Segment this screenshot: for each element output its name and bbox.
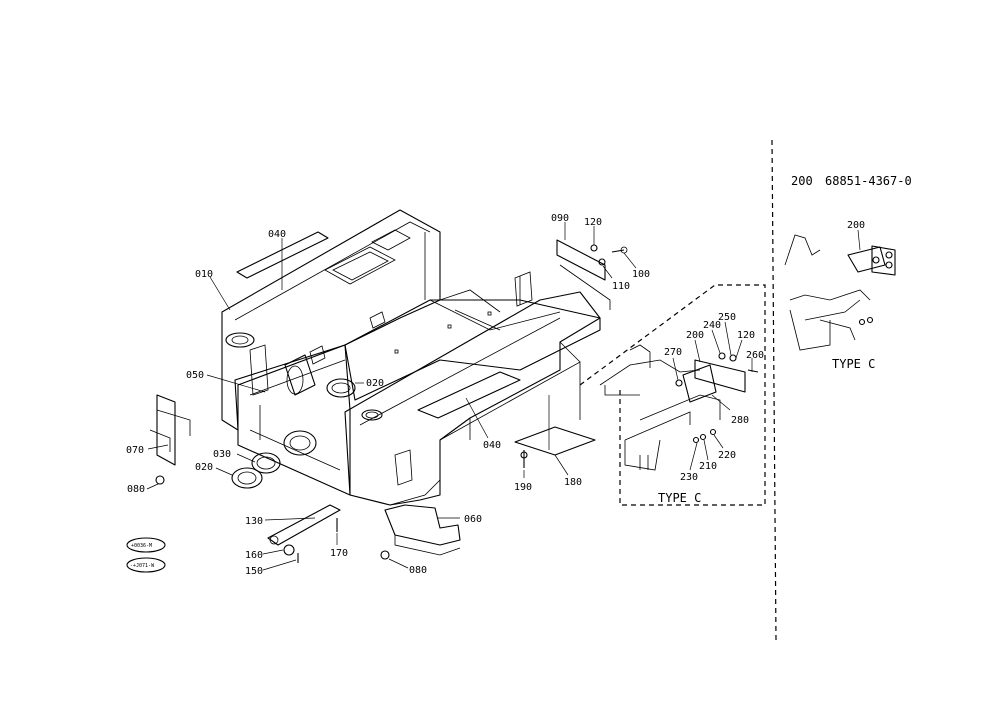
- callout-080-left: 080: [127, 484, 145, 495]
- part-080-bolt-left: [155, 475, 165, 485]
- part-130-arm: [267, 504, 341, 546]
- part-040-top-strip: [236, 231, 329, 279]
- ref-number: 200: [791, 174, 813, 188]
- callout-120-mid: 120: [737, 330, 755, 341]
- type-c-inset-box: [579, 284, 766, 506]
- stamp-group: +0036-M -+J071-W: [126, 537, 166, 573]
- callout-190: 190: [514, 482, 532, 493]
- callout-020-upper: 020: [366, 378, 384, 389]
- callout-080-lower: 080: [409, 565, 427, 576]
- callout-250: 250: [718, 312, 736, 323]
- callout-260: 260: [746, 350, 764, 361]
- callout-150: 150: [245, 566, 263, 577]
- part-160-washer: [283, 544, 295, 556]
- callout-090: 090: [551, 213, 569, 224]
- callout-220: 220: [718, 450, 736, 461]
- leader-lines: [146, 222, 861, 571]
- callout-110: 110: [612, 281, 630, 292]
- callout-060: 060: [464, 514, 482, 525]
- stamp-upper: [126, 537, 166, 553]
- callout-170: 170: [330, 548, 348, 559]
- part-080-bolt-lower: [380, 550, 390, 560]
- callout-040-top: 040: [268, 229, 286, 240]
- callout-130: 130: [245, 516, 263, 527]
- type-c-label-right: TYPE C: [832, 357, 875, 371]
- callout-050: 050: [186, 370, 204, 381]
- part-070-bracket: [156, 394, 176, 466]
- callout-100: 100: [632, 269, 650, 280]
- part-030-ring: [251, 452, 281, 474]
- callout-020-lower: 020: [195, 462, 213, 473]
- callout-200-mid: 200: [686, 330, 704, 341]
- type-c-label-inset: TYPE C: [658, 491, 701, 505]
- type-c-inset-drawing: [599, 344, 759, 471]
- callout-210: 210: [699, 461, 717, 472]
- callout-labels: 040 010 050 020 070 080 030 020 130 160 …: [126, 213, 865, 577]
- callout-200-right: 200: [847, 220, 865, 231]
- callout-180: 180: [564, 477, 582, 488]
- callout-270: 270: [664, 347, 682, 358]
- callout-120-top: 120: [584, 217, 602, 228]
- stamp-lower: [126, 557, 166, 573]
- stamp-upper-text: +0036-M: [131, 543, 152, 549]
- part-180-plate: [514, 426, 596, 456]
- callout-030: 030: [213, 449, 231, 460]
- part-number: 68851-4367-0: [825, 174, 912, 188]
- callout-240: 240: [703, 320, 721, 331]
- part-060-step: [384, 504, 461, 546]
- callout-070: 070: [126, 445, 144, 456]
- part-020-ring-upper: [326, 378, 356, 398]
- type-c-right-drawing: [784, 234, 896, 351]
- main-frame-drawing: [221, 209, 601, 506]
- callout-010: 010: [195, 269, 213, 280]
- part-090-bracket: [556, 239, 606, 281]
- callout-040-lower: 040: [483, 440, 501, 451]
- callout-160: 160: [245, 550, 263, 561]
- stamp-lower-text: -+J071-W: [130, 563, 155, 569]
- part-020-ring-lower: [231, 467, 263, 489]
- part-040-lower-strip: [417, 371, 521, 419]
- callout-230: 230: [680, 472, 698, 483]
- section-divider: [771, 139, 777, 641]
- callout-280: 280: [731, 415, 749, 426]
